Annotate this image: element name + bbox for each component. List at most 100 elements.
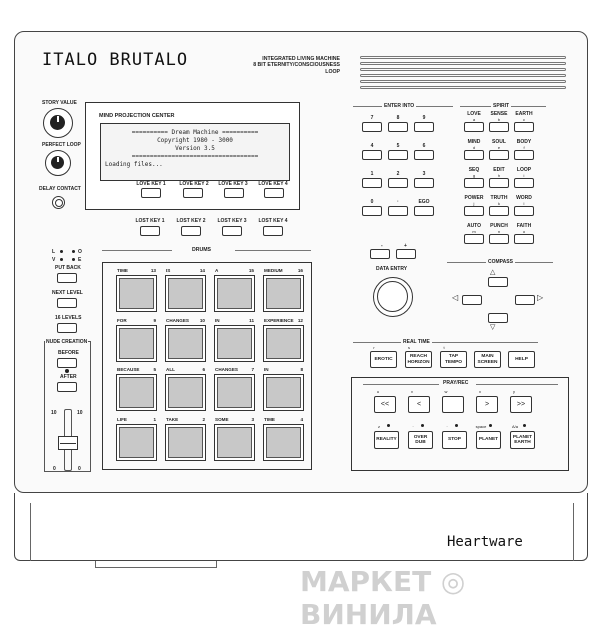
enter-key-button[interactable]: [414, 206, 434, 216]
enter-key-button[interactable]: [362, 206, 382, 216]
lost-key-4-button[interactable]: [263, 226, 283, 236]
compass-right-button[interactable]: [515, 295, 535, 305]
perfect-loop-knob[interactable]: [45, 150, 71, 176]
spirit-key-button[interactable]: [464, 178, 484, 188]
lost-key-3-button[interactable]: [222, 226, 242, 236]
drum-pad[interactable]: [165, 275, 206, 312]
drum-pad[interactable]: [116, 275, 157, 312]
put-back-button[interactable]: [57, 273, 77, 283]
drum-pad-surface: [119, 377, 154, 408]
16-levels-button[interactable]: [57, 323, 77, 333]
drum-pad[interactable]: [116, 424, 157, 461]
drum-pad[interactable]: [263, 424, 304, 461]
spirit-key-button[interactable]: [489, 178, 509, 188]
pray-rec-button[interactable]: STOP: [442, 431, 467, 449]
real-time-button[interactable]: MAIN SCREEN: [474, 351, 501, 368]
enter-key-button[interactable]: [414, 122, 434, 132]
story-value-knob[interactable]: [43, 108, 73, 138]
love-key-1-button[interactable]: [141, 188, 161, 198]
data-entry-wheel[interactable]: [373, 277, 413, 317]
spirit-key-button[interactable]: [489, 234, 509, 244]
led-label-o: O: [78, 249, 82, 255]
pray-rec-button[interactable]: REALITY: [374, 431, 399, 449]
pad-number: 8: [300, 367, 303, 372]
transport-button[interactable]: <<: [374, 396, 396, 413]
drum-pad[interactable]: [116, 374, 157, 411]
spirit-key-button[interactable]: [514, 150, 534, 160]
drum-pad-surface: [266, 427, 301, 458]
enter-key-button[interactable]: [388, 206, 408, 216]
spirit-key-button[interactable]: [464, 206, 484, 216]
drum-pad[interactable]: [165, 325, 206, 362]
drum-pad-surface: [217, 328, 252, 359]
spirit-key-button[interactable]: [514, 206, 534, 216]
lost-key-1-button[interactable]: [140, 226, 160, 236]
love-key-3-button[interactable]: [224, 188, 244, 198]
before-button[interactable]: [57, 358, 77, 368]
real-time-button[interactable]: HELP: [508, 351, 535, 368]
real-time-button[interactable]: EROTIC: [370, 351, 397, 368]
drum-pad[interactable]: [214, 424, 255, 461]
next-level-button[interactable]: [57, 298, 77, 308]
drum-pad[interactable]: [165, 374, 206, 411]
pray-rec-sub: z: [378, 424, 380, 429]
after-button[interactable]: [57, 382, 77, 392]
drum-pad[interactable]: [263, 374, 304, 411]
vent-slot: [360, 62, 566, 65]
plus-button[interactable]: [396, 249, 416, 259]
enter-key-button[interactable]: [362, 150, 382, 160]
enter-key-button[interactable]: [388, 178, 408, 188]
love-key-4-label: LOVE KEY 4: [258, 181, 288, 187]
compass-up-button[interactable]: [488, 277, 508, 287]
drum-pad[interactable]: [214, 275, 255, 312]
pray-rec-button[interactable]: PLANET: [476, 431, 501, 449]
minus-button[interactable]: [370, 249, 390, 259]
pray-rec-button[interactable]: PLANET EARTH: [510, 431, 535, 449]
drum-pad[interactable]: [165, 424, 206, 461]
spirit-key-button[interactable]: [464, 122, 484, 132]
spirit-key-button[interactable]: [489, 150, 509, 160]
pray-rec-sub: ·: [446, 424, 448, 429]
drum-pad[interactable]: [116, 325, 157, 362]
compass-left-button[interactable]: [462, 295, 482, 305]
spirit-key-button[interactable]: [514, 178, 534, 188]
perfect-loop-label: PERFECT LOOP: [42, 142, 81, 148]
pray-rec-button[interactable]: OVER DUB: [408, 431, 433, 449]
compass-down-button[interactable]: [488, 313, 508, 323]
spirit-key-button[interactable]: [464, 150, 484, 160]
drum-pad[interactable]: [263, 275, 304, 312]
real-time-button[interactable]: REACH HORIZON: [405, 351, 432, 368]
enter-key-button[interactable]: [414, 150, 434, 160]
spirit-key-button[interactable]: [514, 122, 534, 132]
love-key-1-label: LOVE KEY 1: [136, 181, 166, 187]
love-key-4-button[interactable]: [264, 188, 284, 198]
drum-pad[interactable]: [263, 325, 304, 362]
enter-key-button[interactable]: [362, 178, 382, 188]
drum-pad[interactable]: [214, 325, 255, 362]
transport-button[interactable]: [442, 396, 464, 413]
spirit-key-button[interactable]: [489, 206, 509, 216]
spirit-key-button[interactable]: [489, 122, 509, 132]
enter-key-button[interactable]: [388, 122, 408, 132]
before-label: BEFORE: [58, 350, 79, 356]
love-key-2-button[interactable]: [183, 188, 203, 198]
lost-key-2-button[interactable]: [181, 226, 201, 236]
delay-contact-knob[interactable]: [52, 196, 65, 209]
enter-key-button[interactable]: [362, 122, 382, 132]
transport-button[interactable]: >: [476, 396, 498, 413]
lcd-line: Version 3.5: [175, 145, 215, 153]
pad-label: LIFE: [117, 417, 127, 422]
transport-button[interactable]: <: [408, 396, 430, 413]
pad-label: TIME: [117, 268, 128, 273]
transport-button[interactable]: >>: [510, 396, 532, 413]
pad-label: CHANGES: [215, 367, 238, 372]
drum-pad[interactable]: [214, 374, 255, 411]
transport-sub: x: [479, 389, 481, 394]
real-time-button[interactable]: TAP TEMPO: [440, 351, 467, 368]
spirit-key-button[interactable]: [514, 234, 534, 244]
enter-key-button[interactable]: [414, 178, 434, 188]
drum-pad-surface: [168, 377, 203, 408]
pray-rec-led: [387, 424, 390, 427]
enter-key-button[interactable]: [388, 150, 408, 160]
spirit-key-button[interactable]: [464, 234, 484, 244]
